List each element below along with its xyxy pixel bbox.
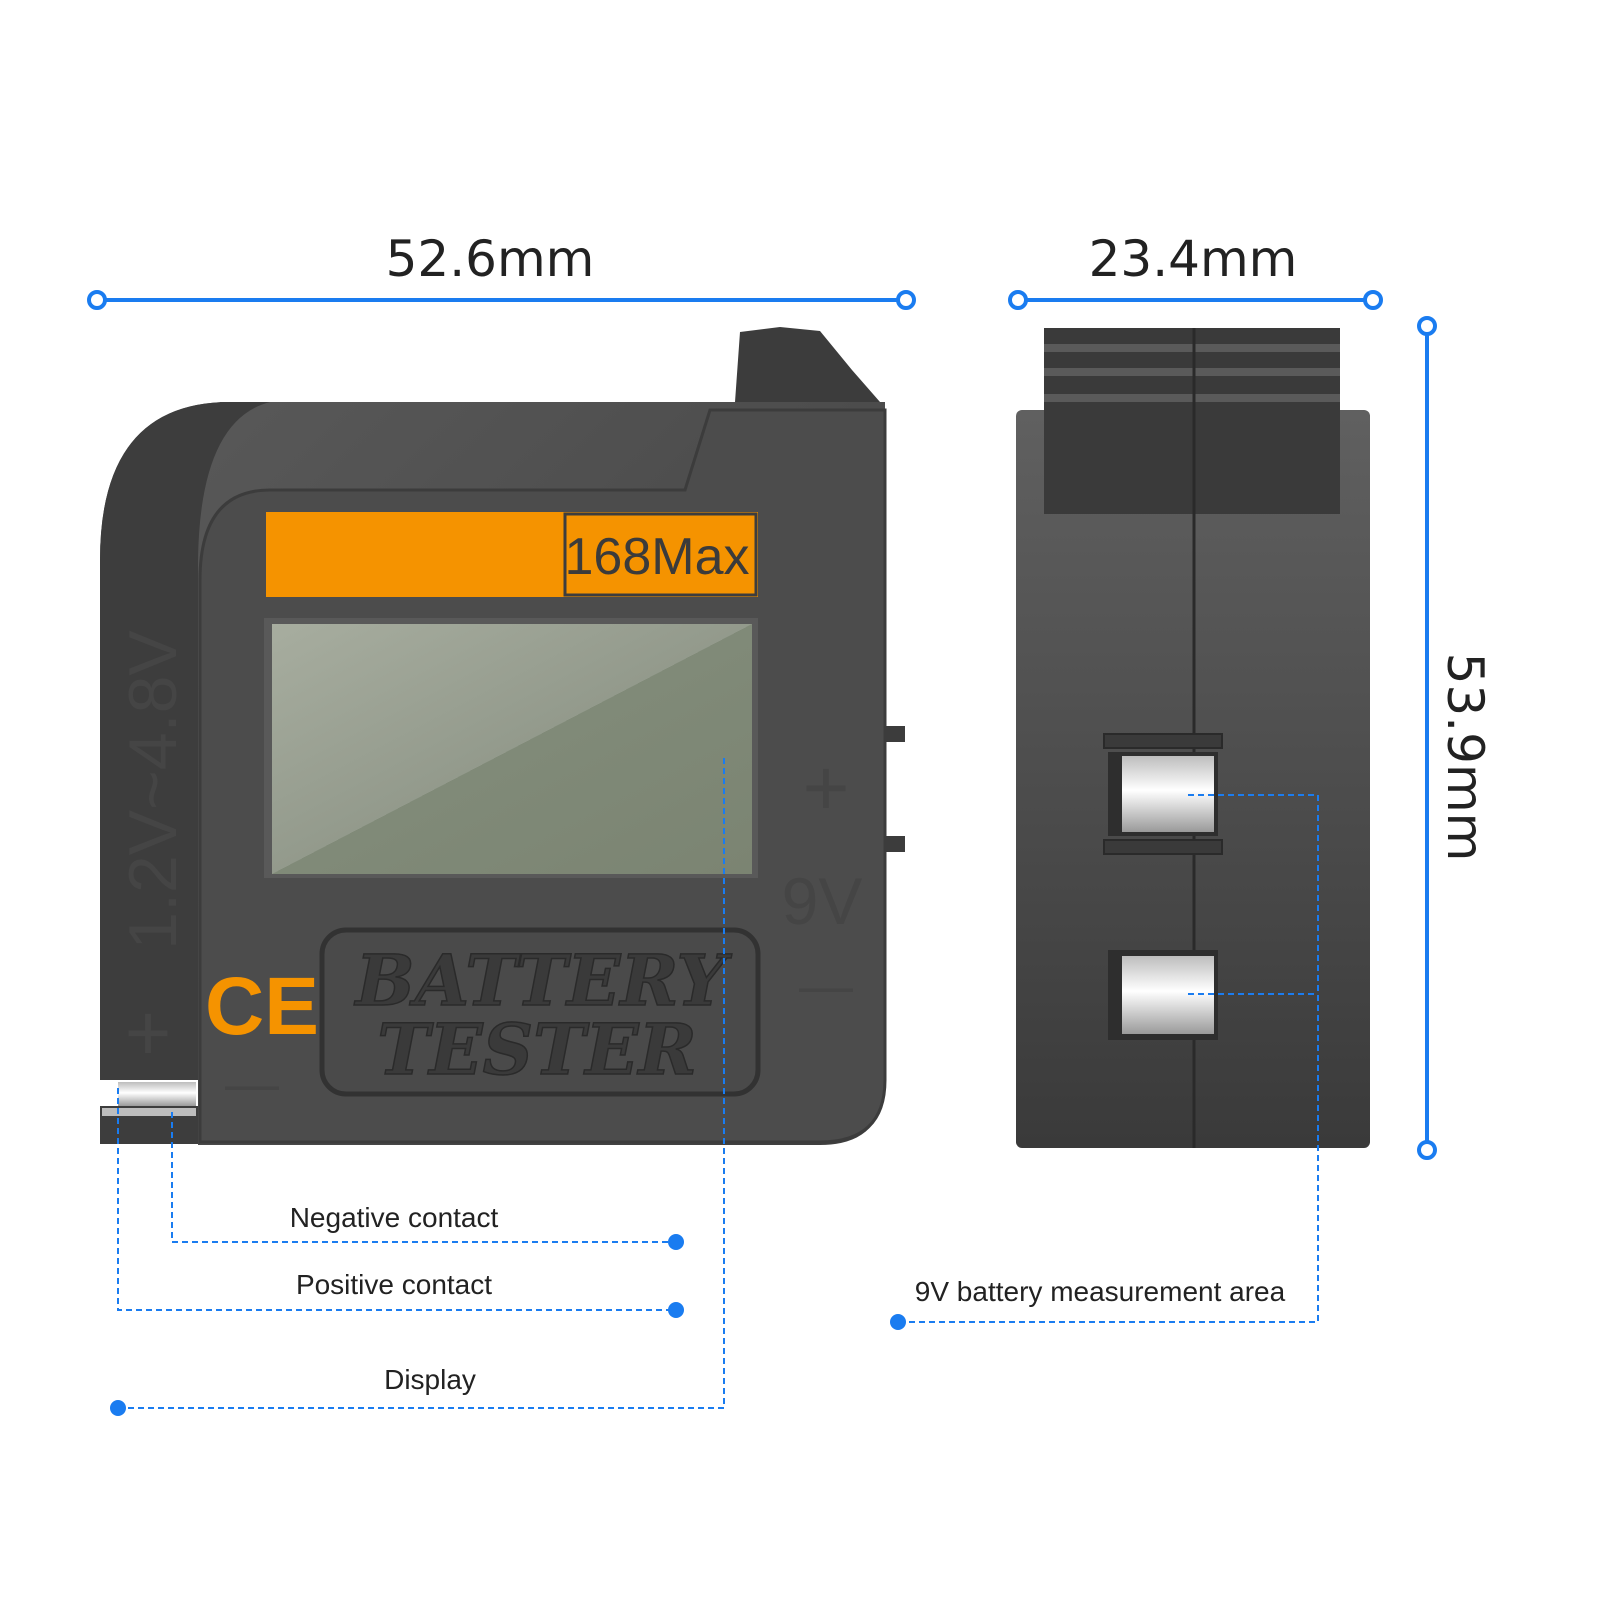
tester-side-view	[1016, 328, 1370, 1148]
positive-contact-callout: Positive contact	[117, 1088, 684, 1318]
positive-contact-dot	[668, 1302, 684, 1318]
nine-volt-area-label: 9V battery measurement area	[915, 1276, 1286, 1307]
depth-label: 23.4mm	[1089, 230, 1298, 288]
nine-volt-minus-symbol: —	[799, 956, 853, 1016]
side-nub-top	[885, 726, 905, 742]
positive-contact	[118, 1082, 196, 1106]
terminal-top-base	[1103, 839, 1223, 855]
positive-contact-leader	[117, 1088, 676, 1311]
depth-dimension: 23.4mm	[1008, 230, 1383, 310]
height-dimension: 53.9mm	[1417, 316, 1494, 1160]
slider-ridge-1	[1044, 344, 1340, 352]
nine-volt-plus-symbol: +	[803, 743, 850, 832]
nine-volt-area-dot	[890, 1314, 906, 1330]
brand-line-1: BATTERY	[354, 939, 733, 1022]
cell-plus-symbol: +	[125, 988, 172, 1077]
cell-minus-symbol: —	[225, 1054, 279, 1114]
display-leader	[118, 758, 725, 1409]
display-label: Display	[384, 1364, 476, 1395]
display-dot	[110, 1400, 126, 1416]
max-badge-frame	[563, 512, 758, 597]
negative-contact-label: Negative contact	[290, 1202, 499, 1233]
slider-knob	[735, 327, 880, 402]
width-label: 52.6mm	[386, 230, 595, 288]
side-slider-block	[1044, 328, 1340, 514]
depth-start-marker	[1008, 290, 1028, 310]
lcd-display	[272, 624, 752, 874]
slider-ridge-3	[1044, 394, 1340, 402]
orange-badge	[266, 512, 758, 597]
tester-front-view: 168Max BATTERY TESTER CE 1.2V~4.8V + — +…	[100, 327, 905, 1145]
side-nub-bottom	[885, 836, 905, 852]
ce-mark: CE	[205, 961, 319, 1052]
width-dimension: 52.6mm	[87, 230, 916, 310]
negative-contact-dot	[668, 1234, 684, 1250]
terminal-top-cap	[1103, 733, 1223, 749]
brand-plate	[319, 927, 761, 1097]
negative-contact-callout: Negative contact	[171, 1112, 684, 1250]
display-callout: Display	[110, 758, 725, 1416]
slider-ridge-2	[1044, 368, 1340, 376]
max-badge-label: 168Max	[565, 528, 750, 586]
width-start-marker	[87, 290, 107, 310]
height-label: 53.9mm	[1436, 653, 1494, 862]
width-end-marker	[896, 290, 916, 310]
nine-volt-label: 9V	[782, 864, 863, 938]
positive-contact-label: Positive contact	[296, 1269, 492, 1300]
negative-contact-leader	[171, 1112, 676, 1243]
left-rail	[100, 402, 270, 1080]
height-start-marker	[1417, 316, 1437, 336]
negative-contact	[102, 1108, 196, 1116]
voltage-range-label: 1.2V~4.8V	[115, 630, 191, 950]
nine-volt-area-callout: 9V battery measurement area	[890, 794, 1319, 1330]
brand-line-2: TESTER	[377, 1008, 697, 1091]
depth-end-marker	[1363, 290, 1383, 310]
nine-volt-area-leader	[898, 794, 1319, 1323]
height-end-marker	[1417, 1140, 1437, 1160]
